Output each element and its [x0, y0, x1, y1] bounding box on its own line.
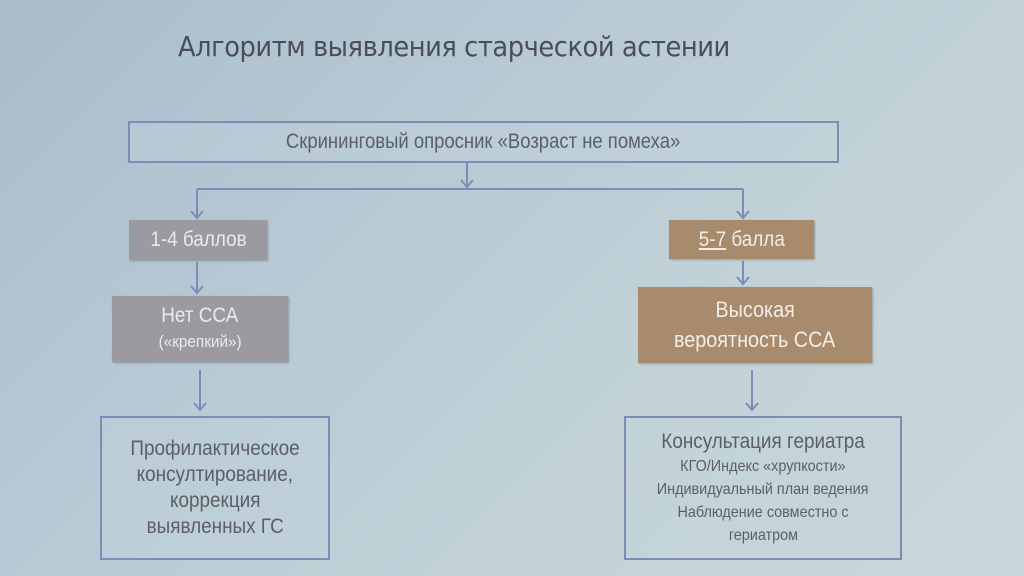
- preventive-line-2: консултирование,: [136, 463, 294, 486]
- high-probability-box: Высокая вероятность ССА: [638, 287, 872, 363]
- no-frailty-line1: Нет ССА: [161, 304, 239, 327]
- geriatrician-consultation-box: Консультация гериатра КГО/Индекс «хрупко…: [624, 416, 902, 560]
- no-frailty-line2: («крепкий»): [158, 332, 242, 351]
- score-5-7-range: 5-7: [698, 227, 726, 251]
- consultation-line-1: КГО/Индекс «хрупкости»: [680, 458, 846, 475]
- score-5-7-suffix: балла: [725, 227, 785, 251]
- screening-questionnaire-box: Скрининговый опросник «Возраст не помеха…: [128, 121, 839, 163]
- high-probability-line1: Высокая: [715, 297, 795, 322]
- consultation-heading: Консультация гериатра: [661, 430, 865, 453]
- preventive-counseling-box: Профилактическое консултирование, коррек…: [100, 416, 330, 560]
- screening-label: Скрининговый опросник «Возраст не помеха…: [286, 130, 681, 153]
- score-1-4-box: 1-4 баллов: [129, 220, 267, 260]
- consultation-line-4: гериатром: [728, 527, 798, 544]
- score-5-7-box: 5-7 балла: [669, 220, 814, 259]
- high-probability-line2: вероятность ССА: [674, 327, 836, 352]
- score-5-7-label: 5-7 балла: [698, 228, 784, 252]
- consultation-line-3: Наблюдение совместно с: [677, 504, 849, 521]
- score-1-4-label: 1-4 баллов: [149, 228, 247, 251]
- slide-title: Алгоритм выявления старческой астении: [178, 30, 730, 63]
- consultation-line-2: Индивидуальный план ведения: [657, 481, 869, 498]
- preventive-line-3: коррекция: [169, 489, 261, 512]
- no-frailty-box: Нет ССА («крепкий»): [112, 296, 288, 362]
- preventive-line-4: выявленных ГС: [146, 515, 284, 538]
- preventive-line-1: Профилактическое: [130, 437, 300, 460]
